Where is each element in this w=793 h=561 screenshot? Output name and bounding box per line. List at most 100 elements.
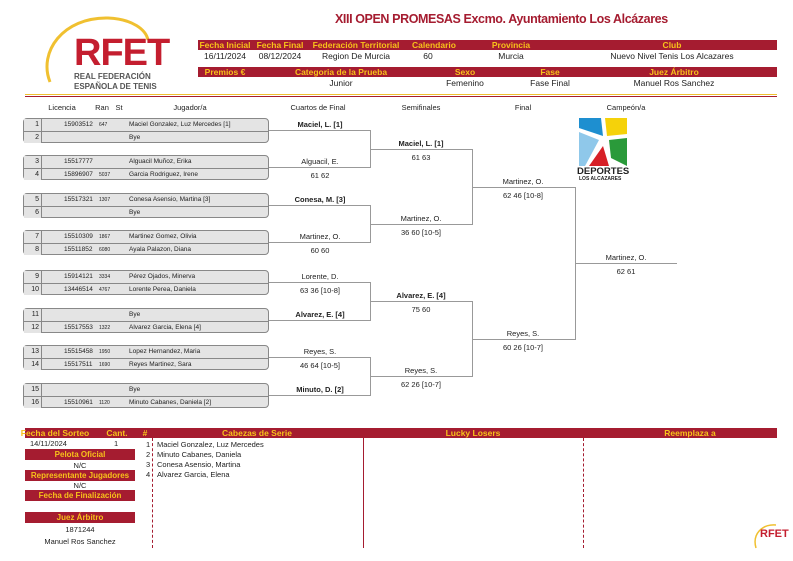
info-value: Femenino — [446, 78, 484, 88]
info-header: Categoria de la Prueba — [294, 67, 388, 77]
player-license: 15517553 — [64, 324, 93, 331]
player-ranking: 1690 — [99, 362, 111, 368]
info-value: 60 — [423, 51, 433, 61]
semifinal-score: 75 60 — [411, 305, 431, 314]
player-name: Alvarez Garcia, Elena [4] — [129, 324, 201, 331]
quarterfinal-name: Maciel, L. [1] — [297, 120, 343, 129]
deportes-los-alcazares-logo: DEPORTES LOS ALCAZARES — [577, 118, 630, 184]
quarterfinal-score: 46 64 [10-5] — [299, 361, 341, 370]
col-cuartos: Cuartos de Final — [290, 103, 346, 112]
bracket-line — [370, 376, 473, 377]
player-name: Martinez Gomez, Olivia — [129, 233, 197, 240]
info-value: Region De Murcia — [321, 51, 391, 61]
bottom-header-bar: Fecha del Sorteo Cant. # Cabezas de Seri… — [21, 428, 777, 438]
col-semifinales: Semifinales — [401, 103, 441, 112]
draw-position: 10 — [24, 284, 42, 295]
draw-position: 13 — [24, 346, 42, 358]
divider — [583, 438, 584, 548]
logo-sub1: REAL FEDERACIÓN — [74, 72, 151, 81]
finalizacion-label: Fecha de Finalización — [25, 490, 135, 501]
col-status: St — [115, 103, 123, 112]
bracket-line — [370, 224, 473, 225]
info-header: Premios € — [204, 67, 246, 77]
player-ranking: 1120 — [99, 400, 110, 406]
juez-label: Juez Árbitro — [25, 512, 135, 523]
sponsor-line1: DEPORTES — [577, 166, 630, 177]
seed-number: 3 — [146, 460, 151, 469]
player-license: 13446514 — [64, 286, 93, 293]
semifinal-score: 61 63 — [411, 153, 431, 162]
rfet-small-logo: RFET — [752, 522, 792, 550]
final-score: 62 46 [10-8] — [502, 191, 544, 200]
player-ranking: 6080 — [99, 247, 111, 253]
seed-name: Maciel Gonzalez, Luz Mercedes — [157, 440, 264, 449]
quarterfinal-name: Lorente, D. — [301, 272, 339, 281]
seed-name: Minuto Cabanes, Daniela — [157, 450, 242, 459]
col-jugador: Jugador/a — [173, 103, 207, 112]
divider — [25, 94, 777, 95]
final-name: Reyes, S. — [506, 329, 540, 338]
player-ranking: 647 — [99, 122, 108, 128]
info-header: Club — [662, 40, 682, 50]
bracket-line — [370, 301, 473, 302]
fecha-sorteo: 14/11/2024 — [30, 439, 67, 448]
quarterfinal-score: 61 62 — [310, 171, 330, 180]
logo-text: RFET — [74, 32, 170, 74]
draw-position: 2 — [24, 132, 42, 143]
info-header: Federación Territorial — [312, 40, 400, 50]
quarterfinal-name: Reyes, S. — [303, 347, 337, 356]
quarterfinal-score: 63 36 [10-8] — [299, 286, 341, 295]
player-name: Minuto Cabanes, Daniela [2] — [129, 399, 212, 406]
col-ranking: Ran — [95, 103, 109, 112]
info-value: Murcia — [498, 51, 524, 61]
pelota-label: Pelota Oficial — [25, 449, 135, 460]
player-name: Pérez Ojados, Minerva — [129, 273, 196, 280]
header-reemplaza: Reemplaza a — [664, 428, 716, 438]
draw-position: 14 — [24, 359, 42, 370]
semifinal-score: 62 26 [10-7] — [400, 380, 442, 389]
player-name: Maciel Gonzalez, Luz Mercedes [1] — [129, 121, 231, 128]
player-name: Lorente Perea, Daniela — [129, 286, 196, 293]
bracket-line — [370, 149, 473, 150]
draw-position: 8 — [24, 244, 42, 255]
col-campeon: Campeón/a — [606, 103, 646, 112]
player-name: Reyes Martinez, Sara — [129, 361, 192, 368]
info-header: Juez Árbitro — [649, 67, 699, 77]
player-name: Bye — [129, 209, 141, 216]
quarterfinal-name: Conesa, M. [3] — [294, 195, 346, 204]
logo-swoosh-icon — [754, 524, 777, 549]
divider — [25, 96, 777, 97]
player-ranking: 1322 — [99, 325, 111, 331]
draw-position: 3 — [24, 156, 42, 168]
draw-row: 6 Bye — [24, 206, 268, 218]
semifinal-name: Reyes, S. — [404, 366, 438, 375]
draw-position: 6 — [24, 207, 42, 218]
info-header-bar-2: Premios € Categoria de la Prueba Sexo Fa… — [198, 67, 777, 77]
semifinal-name: Martinez, O. — [400, 214, 442, 223]
header-lucky-losers: Lucky Losers — [445, 428, 501, 438]
info-value: Fase Final — [530, 78, 570, 88]
player-license: 15517321 — [64, 196, 93, 203]
representante-label: Representante Jugadores — [25, 470, 135, 481]
quarterfinal-name: Minuto, D. [2] — [296, 385, 344, 394]
player-name: Lopez Hernandez, Maria — [129, 348, 201, 355]
info-values-1: 16/11/2024 08/12/2024 Region De Murcia 6… — [198, 51, 777, 62]
bracket-line — [575, 263, 677, 264]
player-license: 15511852 — [64, 246, 93, 253]
player-ranking: 1950 — [99, 349, 111, 355]
sports-star-icon — [579, 118, 627, 166]
